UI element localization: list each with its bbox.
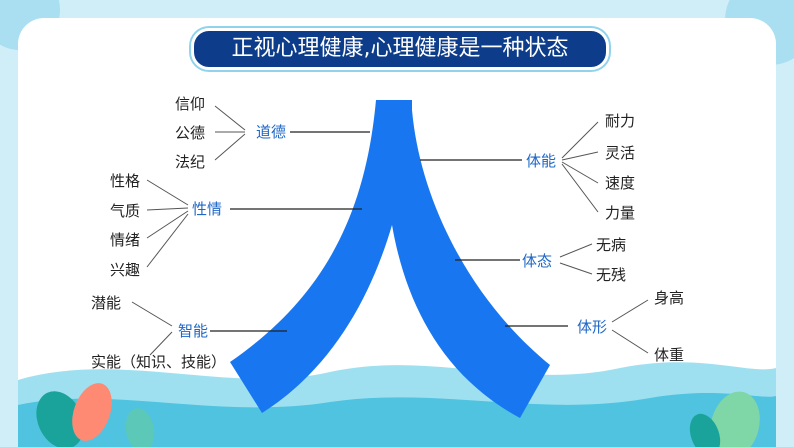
leaf-decoration: [125, 408, 155, 447]
branch-line: [214, 105, 246, 131]
branch-line: [611, 299, 649, 323]
item-temperament: 性格: [110, 172, 141, 190]
item-moral: 信仰: [175, 95, 206, 113]
page-title: 正视心理健康,心理健康是一种状态: [191, 28, 609, 70]
branch-line: [559, 262, 593, 275]
branch-line: [146, 213, 189, 268]
branch-line: [561, 163, 599, 213]
branch-line: [561, 151, 599, 161]
category-shape: 体形: [577, 318, 608, 336]
item-intellect: 实能（知识、技能）: [91, 353, 227, 371]
person-glyph: [230, 100, 550, 418]
leaf-decoration: [710, 391, 760, 447]
item-physical: 灵活: [605, 144, 636, 162]
category-condition: 体态: [522, 252, 553, 270]
branch-line: [146, 207, 189, 211]
category-temperament: 性情: [192, 200, 223, 218]
branch-line: [561, 121, 599, 159]
leaf-decoration: [72, 383, 112, 441]
item-intellect: 潜能: [91, 294, 122, 312]
item-physical: 耐力: [605, 112, 636, 130]
branch-line: [146, 210, 189, 239]
item-temperament: 情绪: [110, 231, 141, 249]
wave-front: [18, 393, 776, 447]
category-intellect: 智能: [178, 322, 209, 340]
branch-line: [146, 179, 189, 206]
item-temperament: 气质: [110, 202, 141, 220]
item-condition: 无病: [596, 236, 627, 254]
branch-line: [131, 301, 173, 327]
branch-line: [559, 243, 593, 258]
branch-line: [214, 133, 246, 161]
branch-line: [611, 329, 649, 354]
branch-line: [149, 331, 173, 356]
branch-line: [561, 161, 599, 184]
item-temperament: 兴趣: [110, 261, 141, 279]
leaf-decoration: [689, 413, 721, 447]
item-shape: 身高: [654, 289, 685, 307]
connector-lines: [210, 131, 568, 332]
leaf-decoration: [36, 391, 84, 447]
item-condition: 无残: [596, 266, 627, 284]
item-moral: 法纪: [175, 153, 206, 171]
category-physical: 体能: [526, 152, 557, 170]
item-moral: 公德: [175, 124, 206, 142]
item-physical: 速度: [605, 174, 636, 192]
category-moral: 道德: [256, 123, 287, 141]
branch-lines: [131, 105, 649, 356]
item-shape: 体重: [654, 346, 685, 364]
item-physical: 力量: [605, 204, 636, 222]
